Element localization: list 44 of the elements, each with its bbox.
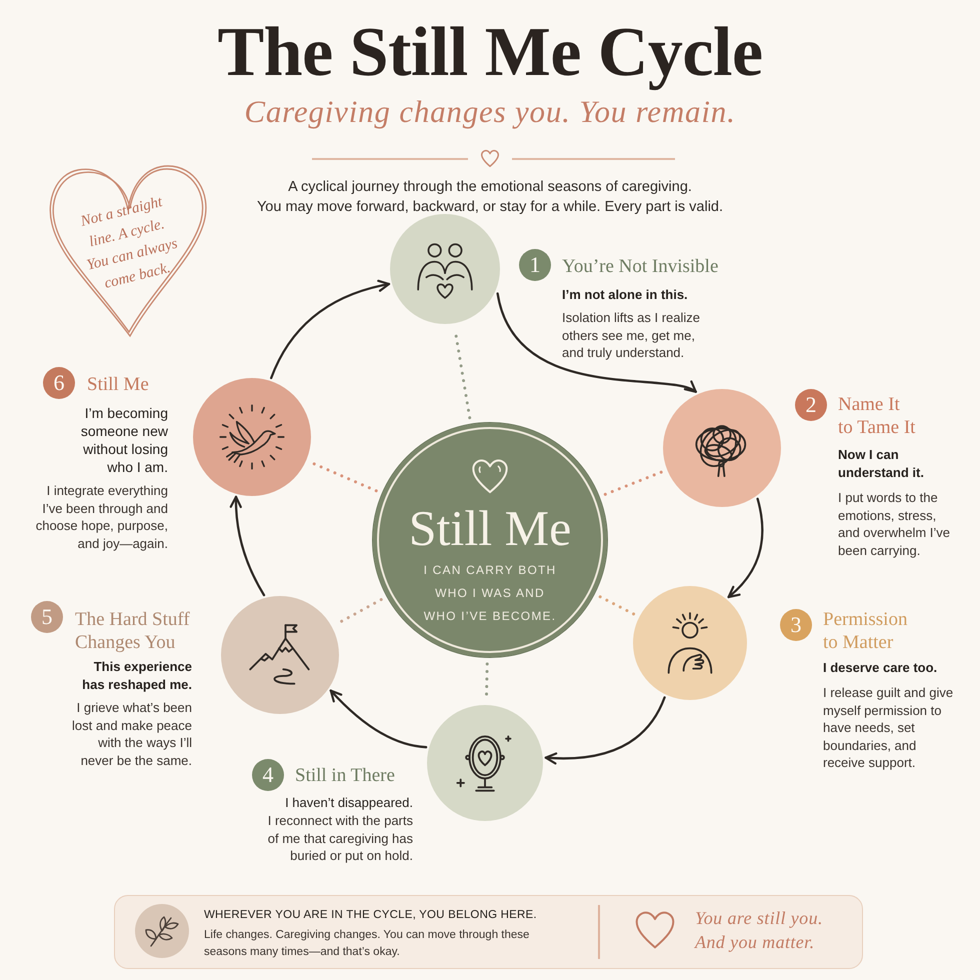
message-banner [114,895,863,969]
step-heading: You’re Not Invisible [562,255,718,278]
dotted-line [598,595,636,616]
step-statement: I haven’t disappeared. [284,794,413,812]
step-heading: The Hard Stuff Changes You [75,608,191,654]
banner-text: Life changes. Caregiving changes. You can move through these seasons many times—and that’s okay. [204,928,530,960]
step-number: 1 [519,249,551,281]
banner-heading: WHEREVER YOU ARE IN THE CYCLE, YOU BELONG HERE. [204,908,537,923]
curved-arrow [270,280,390,380]
intro-text: A cyclical journey through the emotional seasons of caregiving. [288,178,692,197]
step-statement: I deserve care too. [823,659,938,677]
handwritten-note: Not a straight line. A cycle. You can always come back. [78,193,180,294]
step-number: 4 [252,759,284,791]
step-heading: Name It to Tame It [838,393,916,439]
curved-arrow [496,292,697,393]
step-number: 6 [43,367,75,399]
curved-arrow [230,496,266,596]
step-statement: This experience has reshaped me. [81,658,192,694]
curved-arrow [330,689,428,748]
step-number: 5 [31,601,63,633]
step-number: 3 [780,609,812,641]
step-description: I integrate everything I’ve been through and choose hope, purpose, and joy—again. [34,482,168,552]
intro-text: You may move forward, backward, or stay for a while. Every part is valid. [256,198,724,217]
step-statement: Now I can understand it. [838,446,925,482]
center-title: Still Me [408,501,572,555]
step-heading: Still in There [295,764,395,787]
dotted-line [604,470,664,496]
step-description: I reconnect with the parts of me that caregiving has buried or put on hold. [266,812,413,864]
step-number: 2 [795,389,827,421]
step-description: I put words to the emotions, stress, and overwhelm I’ve been carrying. [838,489,951,559]
curved-arrow [727,498,764,598]
center-subtitle: I CAN CARRY BOTH WHO I WAS AND WHO I’VE BECOME. [422,562,558,625]
step-description: I grieve what’s been lost and make peace with the ways I’ll never be the same. [71,699,192,769]
dotted-line [310,461,378,492]
step-description: I release guilt and give myself permission to have needs, set boundaries, and receive support. [823,684,954,772]
step-statement: I’m becoming someone new without losing who I am. [80,404,168,476]
tagline: Caregiving changes you. You remain. [244,93,736,131]
handwritten-note: You are still you. And you matter. [695,907,824,954]
curved-arrow [544,696,666,764]
step-heading: Permission to Matter [823,608,908,654]
step-description: Isolation lifts as I realize others see me, get me, and truly understand. [562,309,702,362]
title: The Still Me Cycle [217,18,763,88]
step-heading: Still Me [87,373,149,396]
step-statement: I’m not alone in this. [562,286,689,304]
